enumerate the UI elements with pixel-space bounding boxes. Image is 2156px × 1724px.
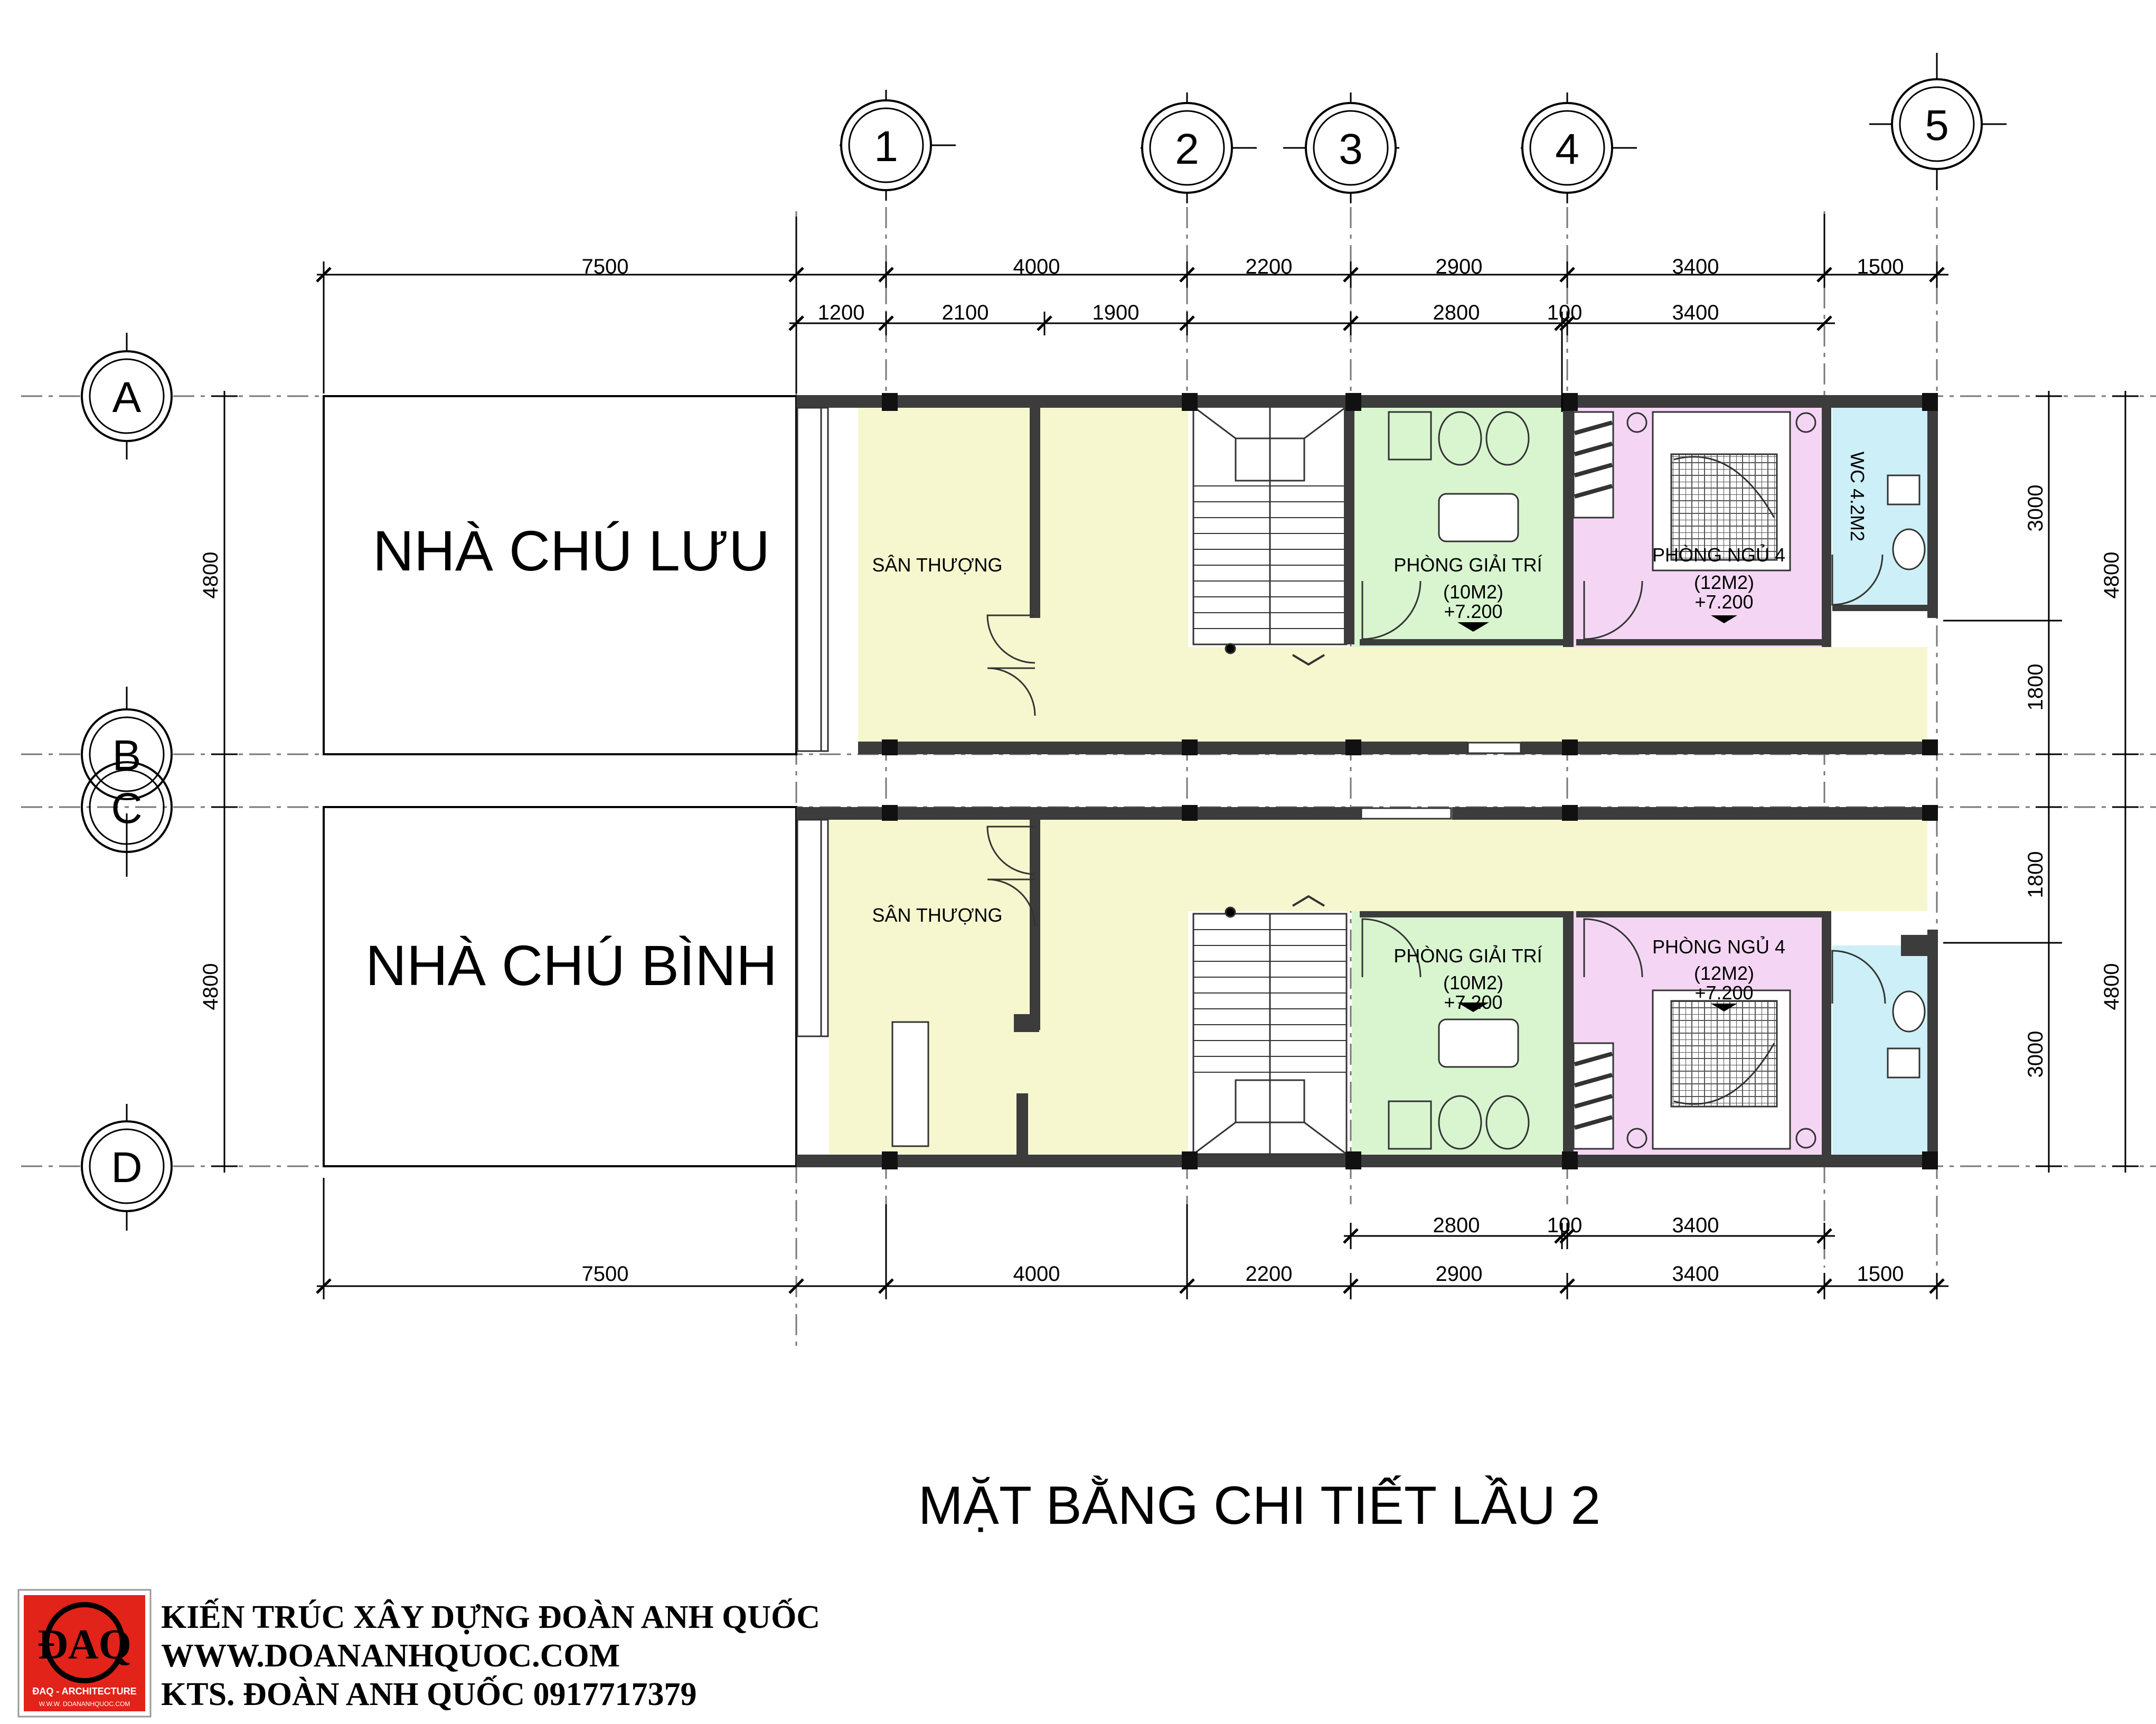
lower-terrace-label: SÂN THƯỢNG <box>872 904 1003 926</box>
dim-top-4000: 4000 <box>1013 255 1060 278</box>
firm-contact: KTS. ĐOÀN ANH QUỐC 0917717379 <box>161 1676 696 1712</box>
upper-wc-fill <box>1832 407 1930 610</box>
axis-bubble-C: C <box>81 761 173 877</box>
firm-website: WWW.DOANANHQUOC.COM <box>161 1638 620 1674</box>
upper-entertainment-level: +7.200 <box>1444 601 1502 622</box>
upper-entertainment-name: PHÒNG GIẢI TRÍ <box>1394 554 1542 576</box>
dim-detail-100: 100 <box>1547 301 1583 324</box>
doors <box>986 554 1886 1004</box>
stairs-lower <box>1192 895 1348 1155</box>
lower-bedroom-level: +7.200 <box>1694 982 1753 1004</box>
axis-label-C: C <box>111 784 142 832</box>
firm-name: KIẾN TRÚC XÂY DỰNG ĐOÀN ANH QUỐC <box>161 1599 820 1635</box>
dim-top-1500: 1500 <box>1857 255 1904 278</box>
column-axes: 1 2 3 4 5 <box>840 53 2007 203</box>
axis-label-D: D <box>111 1144 142 1192</box>
dim-left-upper: 4800 <box>199 552 222 599</box>
axis-label-5: 5 <box>1925 101 1949 149</box>
axis-bubble-1: 1 <box>840 90 956 201</box>
lower-entertainment-level: +7.200 <box>1444 991 1502 1013</box>
lower-corridor-fill <box>1188 816 1927 911</box>
dim-bottom-1500: 1500 <box>1857 1262 1904 1286</box>
upper-terrace-fill <box>858 407 1188 750</box>
dim-bottom-2800: 2800 <box>1433 1214 1480 1237</box>
upper-entertainment-area: (10M2) <box>1443 581 1503 603</box>
firm-logo: ĐAQ ĐAQ - ARCHITECTURE W.W.W. DOANANHQUO… <box>17 1589 152 1718</box>
logo-url: W.W.W. DOANANHQUOC.COM <box>39 1700 130 1708</box>
grid-lines <box>21 169 2156 1352</box>
axis-label-4: 4 <box>1555 125 1579 173</box>
upper-wc-label: WC 4.2M2 <box>1847 452 1868 541</box>
lower-entertainment-area: (10M2) <box>1443 972 1503 994</box>
upper-bedroom-level: +7.200 <box>1694 591 1753 613</box>
dim-right-3000-lower: 3000 <box>2024 1031 2047 1078</box>
axis-bubble-4: 4 <box>1521 92 1637 203</box>
level-markers <box>1457 615 1737 1012</box>
dim-bottom-2900: 2900 <box>1436 1262 1483 1286</box>
lower-bedroom-name: PHÒNG NGỦ 4 <box>1652 935 1785 958</box>
upper-corridor-fill <box>1188 647 1927 750</box>
dim-bottom-7500: 7500 <box>582 1262 629 1286</box>
axis-bubble-2: 2 <box>1141 92 1257 203</box>
dim-bottom-100: 100 <box>1547 1214 1583 1237</box>
dim-top-2200: 2200 <box>1246 255 1293 278</box>
axis-bubble-D: D <box>81 1104 173 1231</box>
dim-right-3000-upper: 3000 <box>2024 485 2047 532</box>
stairs-upper <box>1192 406 1348 666</box>
dim-detail-3400: 3400 <box>1672 301 1719 324</box>
room-labels: SÂN THƯỢNG PHÒNG GIẢI TRÍ (10M2) +7.200 … <box>872 452 1868 1013</box>
furniture-lower <box>891 989 1926 1150</box>
dim-right-total-upper: 4800 <box>2100 552 2123 599</box>
dim-bottom-3400: 3400 <box>1672 1262 1719 1286</box>
neighbor-plot-top <box>323 395 797 755</box>
dim-top-3400: 3400 <box>1672 255 1719 278</box>
neighbor-label-top: NHÀ CHÚ LƯU <box>373 519 770 583</box>
axis-bubble-A: A <box>81 333 173 460</box>
axis-bubble-3: 3 <box>1283 92 1399 203</box>
upper-bedroom-area: (12M2) <box>1694 571 1754 593</box>
logo-mark: ĐAQ <box>37 1622 131 1668</box>
drawing-title: MẶT BẰNG CHI TIẾT LẦU 2 <box>918 1475 1600 1535</box>
parapets <box>796 407 1522 1037</box>
lower-entertainment-name: PHÒNG GIẢI TRÍ <box>1394 945 1542 967</box>
lower-terrace-fill <box>829 816 1188 1154</box>
axis-label-2: 2 <box>1175 125 1199 173</box>
dim-detail-2100: 2100 <box>942 301 989 324</box>
columns <box>882 393 1938 1169</box>
axis-bubble-B: B <box>81 687 173 800</box>
dim-bottom-3400: 3400 <box>1672 1214 1719 1237</box>
dim-right-1800-upper: 1800 <box>2024 664 2047 711</box>
dim-detail-1200: 1200 <box>818 301 865 324</box>
axis-label-1: 1 <box>874 123 898 171</box>
furniture-upper <box>1388 411 1926 571</box>
upper-terrace-label: SÂN THƯỢNG <box>872 554 1003 576</box>
dim-detail-1900: 1900 <box>1093 301 1140 324</box>
neighbor-label-bottom: NHÀ CHÚ BÌNH <box>365 933 777 997</box>
walls <box>796 395 1938 1167</box>
dim-right-total-lower: 4800 <box>2100 963 2123 1010</box>
dim-left-lower: 4800 <box>199 963 222 1010</box>
dim-right-1800-lower: 1800 <box>2024 851 2047 898</box>
dimension-ticks <box>316 267 1945 1294</box>
row-axes: A B C D <box>81 333 173 1231</box>
axis-label-B: B <box>112 732 142 780</box>
neighbor-plot-bottom <box>323 806 797 1167</box>
dim-top-7500: 7500 <box>582 255 629 278</box>
dim-bottom-2200: 2200 <box>1246 1262 1293 1286</box>
neighbor-plots: NHÀ CHÚ LƯU NHÀ CHÚ BÌNH <box>323 395 797 1167</box>
logo-caption: ĐAQ - ARCHITECTURE <box>32 1686 136 1697</box>
dim-top-2900: 2900 <box>1436 255 1483 278</box>
axis-bubble-5: 5 <box>1869 53 2007 190</box>
dim-detail-2800: 2800 <box>1433 301 1480 324</box>
dimension-labels: 7500 4000 2200 2900 3400 1500 1200 2100 … <box>199 255 2123 1286</box>
axis-label-A: A <box>112 373 142 421</box>
lower-bedroom-area: (12M2) <box>1694 962 1754 984</box>
dim-bottom-4000: 4000 <box>1013 1262 1060 1286</box>
upper-bedroom-name: PHÒNG NGỦ 4 <box>1652 544 1785 566</box>
title-block: ĐAQ ĐAQ - ARCHITECTURE W.W.W. DOANANHQUO… <box>17 1589 820 1718</box>
axis-label-3: 3 <box>1339 125 1363 173</box>
